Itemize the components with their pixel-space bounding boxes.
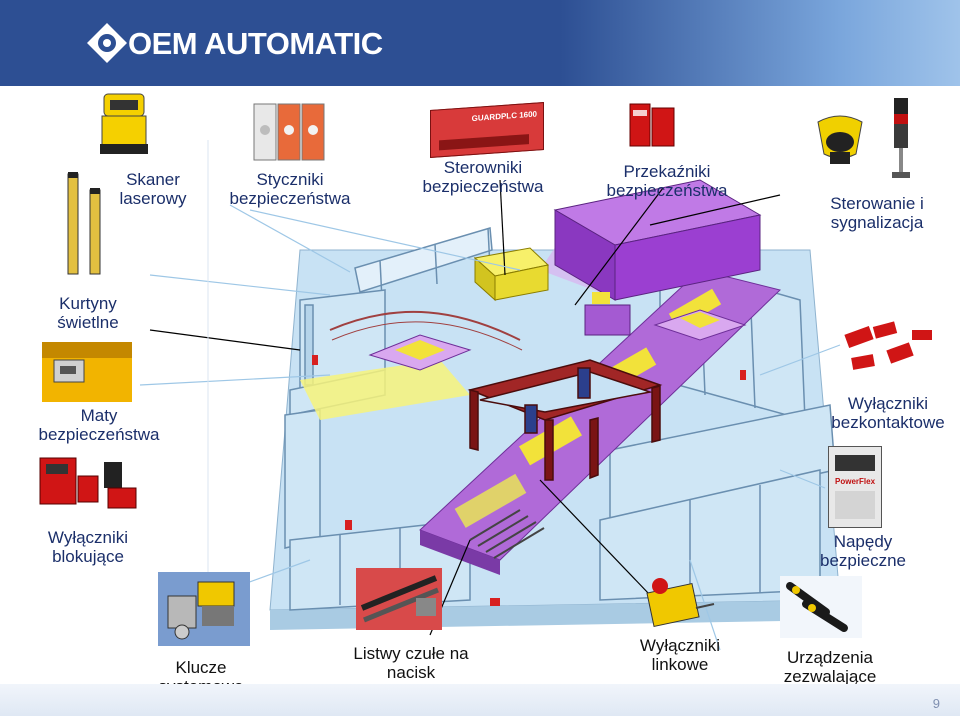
safety-edge-icon — [356, 568, 442, 630]
safety-relay-icon — [629, 103, 675, 147]
safety-mat-icon — [42, 342, 132, 402]
callout-lines — [149, 179, 781, 636]
signal-tower-icon — [892, 98, 910, 178]
key-system-icon — [158, 572, 250, 646]
laser-scanner-icon — [100, 93, 148, 154]
safety-plc-icon: GUARDPLC 1600 — [430, 102, 544, 158]
non-contact-switch-icon — [844, 321, 932, 370]
contactor-icon — [253, 103, 325, 161]
label-napedy: Napędy bezpieczne — [819, 532, 906, 570]
label-sterowanie: Sterowanie i sygnalizacja — [830, 194, 924, 232]
cable — [329, 310, 521, 341]
label-listwy: Listwy czułe na nacisk — [353, 644, 469, 682]
label-styczniki: Styczniki bezpieczeństwa — [229, 170, 351, 208]
plc-label: GUARDPLC 1600 — [471, 109, 537, 124]
workstation-left — [368, 334, 472, 371]
label-bezkontaktowe: Wyłączniki bezkontaktowe — [831, 394, 945, 432]
safety-controller-box — [473, 247, 550, 302]
sensor-markers — [312, 355, 746, 606]
workstation-right — [653, 309, 747, 341]
label-blokujace: Wyłączniki blokujące — [47, 528, 129, 566]
light-curtain-icon — [67, 172, 101, 275]
oem-logo-icon — [87, 23, 127, 63]
drive-label: PowerFlex — [835, 477, 876, 486]
label-urzadzenia: Urządzenia zezwalające — [783, 648, 877, 686]
label-sterowniki: Sterowniki bezpieczeństwa — [422, 158, 544, 196]
label-maty: Maty bezpieczeństwa — [38, 406, 160, 444]
label-skaner: Skaner laserowy — [119, 170, 187, 208]
rope-switch-icon — [646, 578, 715, 628]
header-bar — [0, 0, 960, 86]
interlock-switch-icon — [39, 457, 137, 509]
label-przekazniki: Przekaźniki bezpieczeństwa — [606, 162, 728, 200]
header-gradient — [560, 0, 960, 86]
enabling-device-icon — [780, 576, 862, 638]
scanner-field — [300, 360, 470, 420]
safe-drive-icon: PowerFlex — [828, 446, 882, 528]
page-number: 9 — [932, 696, 940, 711]
label-kurtyny: Kurtyny świetlne — [57, 294, 119, 332]
footer-bar — [0, 684, 960, 716]
label-linkowe: Wyłączniki linkowe — [639, 636, 721, 674]
e-stop-icon — [817, 115, 863, 164]
robot-gantry — [467, 359, 663, 481]
logo-text: OEM AUTOMATIC — [128, 26, 383, 61]
